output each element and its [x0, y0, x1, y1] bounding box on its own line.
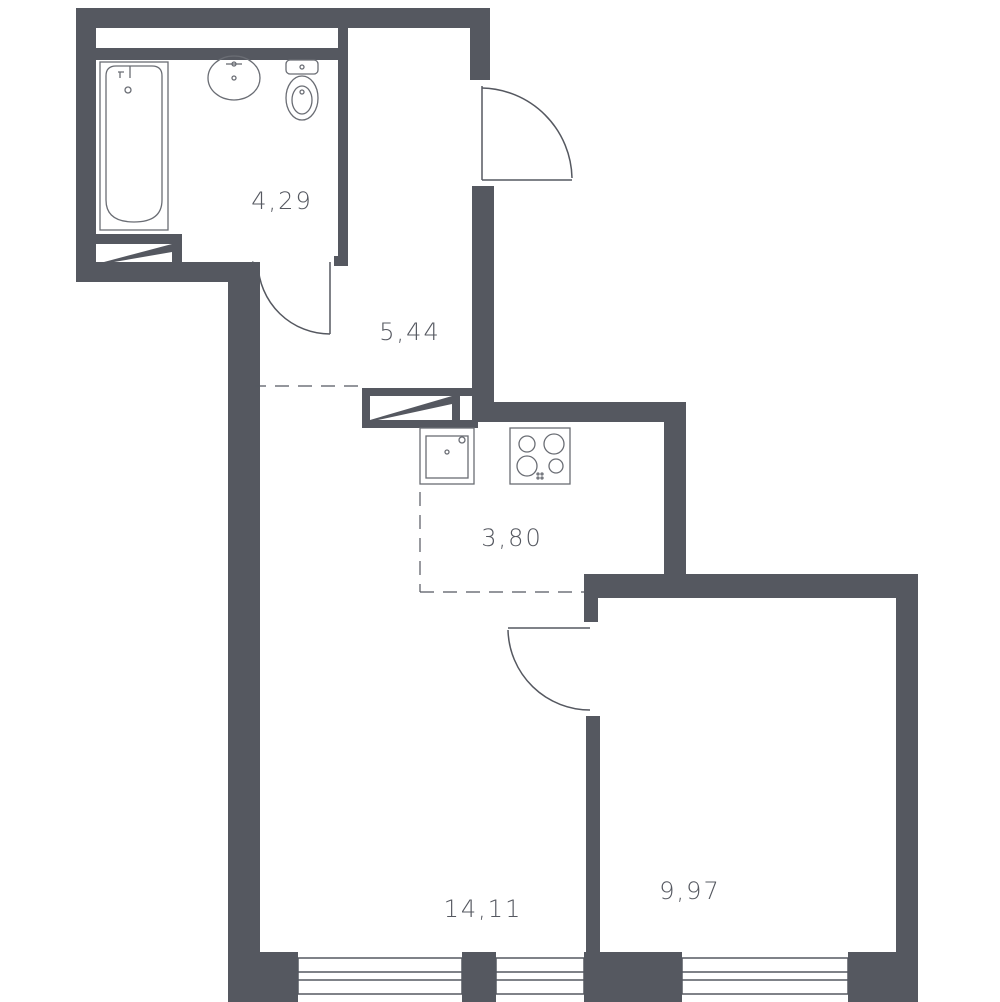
walls — [76, 8, 918, 1002]
wall-niche-divider — [452, 388, 460, 428]
wall-bedroom-partition-upper — [584, 590, 598, 622]
wall-niche-bottom — [362, 420, 478, 428]
wall-bedroom-partition-lower — [586, 716, 600, 952]
window-living-right — [495, 957, 585, 995]
bedroom-door — [507, 627, 591, 711]
wall-niche-left — [362, 388, 370, 428]
shafts — [104, 244, 472, 420]
area-labels: 4,29 5,44 3,80 14,11 9,97 — [251, 187, 720, 923]
stove-icon — [509, 427, 571, 485]
area-label-bathroom: 4,29 — [251, 187, 312, 215]
area-label-kitchen: 3,80 — [481, 524, 542, 552]
bathtub-icon — [99, 61, 169, 231]
bathroom-door — [251, 261, 331, 335]
wall-kitchen-top — [472, 402, 684, 422]
window-bedroom — [681, 957, 849, 995]
area-label-living-room: 14,11 — [444, 895, 523, 923]
wall-left-bathroom — [76, 8, 96, 282]
wall-bathroom-top-inner — [96, 48, 338, 60]
window-living-left — [297, 957, 463, 995]
area-label-hallway: 5,44 — [379, 318, 440, 346]
washbasin-icon — [207, 55, 261, 101]
wall-bottom-right — [848, 952, 918, 1002]
zone-lines — [252, 385, 584, 593]
wall-bedroom-top — [584, 574, 918, 598]
wall-right-middle — [472, 186, 494, 408]
wall-bottom-mid-left — [462, 952, 496, 1002]
toilet-icon — [285, 59, 319, 121]
kitchen-sink-icon — [419, 427, 475, 485]
wall-niche-top — [362, 388, 478, 396]
wall-kitchen-right — [664, 402, 686, 598]
wall-bottom-mid — [584, 952, 682, 1002]
doors — [251, 86, 591, 711]
wall-top — [76, 8, 490, 28]
wall-bathroom-bottom-left — [76, 262, 252, 282]
niche-diagonal — [370, 396, 452, 420]
niche-small-inner — [460, 396, 472, 420]
wall-bedroom-right — [896, 574, 918, 1000]
fixtures — [99, 55, 571, 485]
entrance-door — [481, 86, 573, 181]
wall-left-main-inner — [236, 262, 260, 990]
windows — [297, 957, 849, 995]
wall-bathroom-door-stub — [334, 256, 348, 266]
wall-bathroom-bottom-stub — [172, 234, 182, 264]
wall-bottom-left — [240, 952, 298, 1002]
bathroom-shaft-diagonal — [104, 244, 172, 262]
wall-bathroom-bottom-corner — [96, 234, 182, 244]
wall-bathroom-right — [338, 28, 348, 266]
wall-right-upper — [470, 8, 490, 80]
area-label-bedroom: 9,97 — [659, 877, 720, 905]
